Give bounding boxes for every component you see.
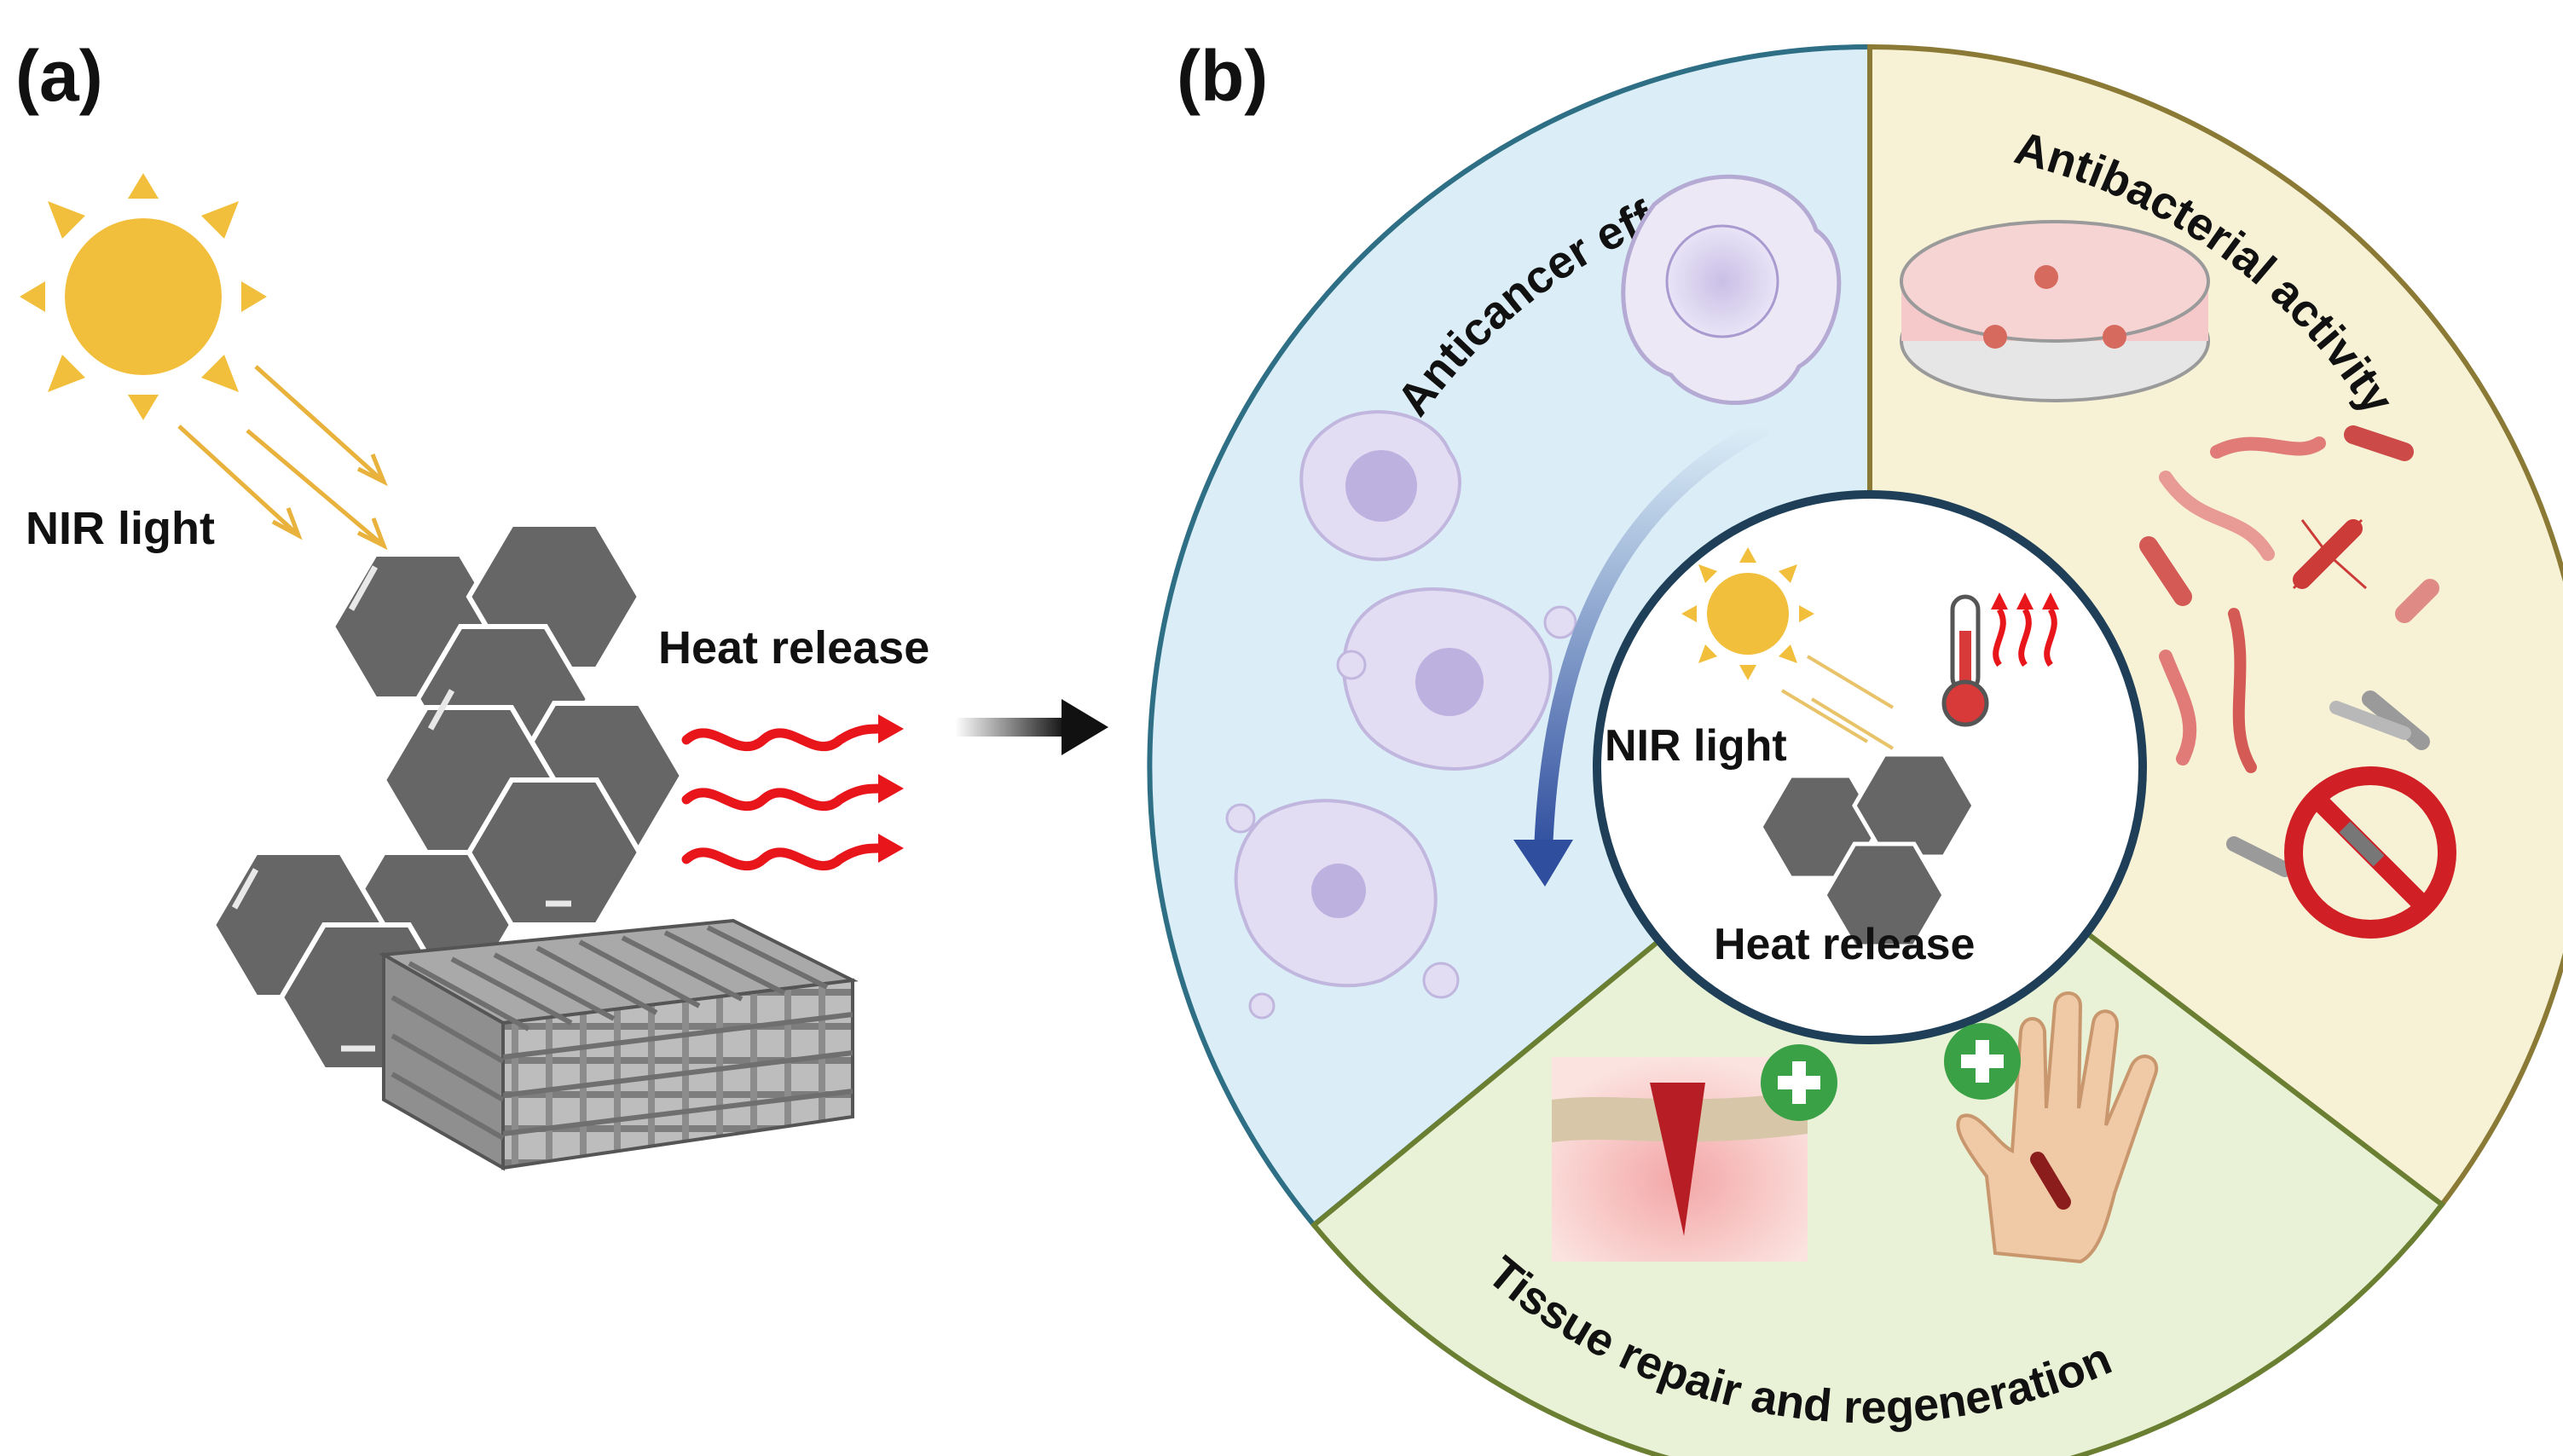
heat-wave-icon bbox=[681, 724, 883, 871]
cancer-cell-icon-2 bbox=[1299, 410, 1461, 562]
cancer-cell-icon-4 bbox=[1225, 799, 1460, 1020]
bacteria-flagella bbox=[2292, 518, 2367, 590]
panel-b-label: (b) bbox=[1177, 36, 1268, 116]
center-nir-light-label: NIR light bbox=[1605, 721, 1787, 771]
cancer-cell-icon bbox=[1621, 174, 1842, 405]
center-sun-icon bbox=[1681, 547, 1814, 680]
sun-icon bbox=[20, 173, 267, 420]
curved-arrow-head bbox=[1513, 840, 1573, 887]
center-graphene-icon bbox=[1758, 752, 1976, 949]
transition-arrow bbox=[955, 699, 1108, 755]
cancer-cell-icon-3 bbox=[1336, 587, 1577, 771]
heat-release-label-a: Heat release bbox=[658, 622, 929, 673]
curved-arrow bbox=[1534, 418, 1770, 853]
center-heat-wave-icon bbox=[1993, 608, 2057, 667]
plus-icon-2 bbox=[1944, 1023, 2021, 1100]
center-nir-rays bbox=[1780, 655, 1895, 750]
nir-light-label-a: NIR light bbox=[26, 503, 215, 554]
scaffold-icon bbox=[378, 918, 859, 1171]
nir-rays bbox=[177, 365, 388, 551]
panel-a-label: (a) bbox=[15, 36, 103, 116]
center-heat-arrowheads bbox=[1991, 592, 2059, 610]
graphene-highlights bbox=[231, 565, 571, 1052]
hand-icon bbox=[1956, 991, 2159, 1264]
center-heat-release-label: Heat release bbox=[1714, 920, 1975, 969]
thermometer-icon bbox=[1941, 594, 1989, 727]
heat-wave-arrowheads bbox=[878, 714, 904, 863]
segment-tissue bbox=[1310, 764, 2446, 1456]
plus-icon bbox=[1761, 1044, 1837, 1121]
petri-dish-icon bbox=[1900, 220, 2210, 402]
prohibition-icon bbox=[2284, 766, 2456, 939]
